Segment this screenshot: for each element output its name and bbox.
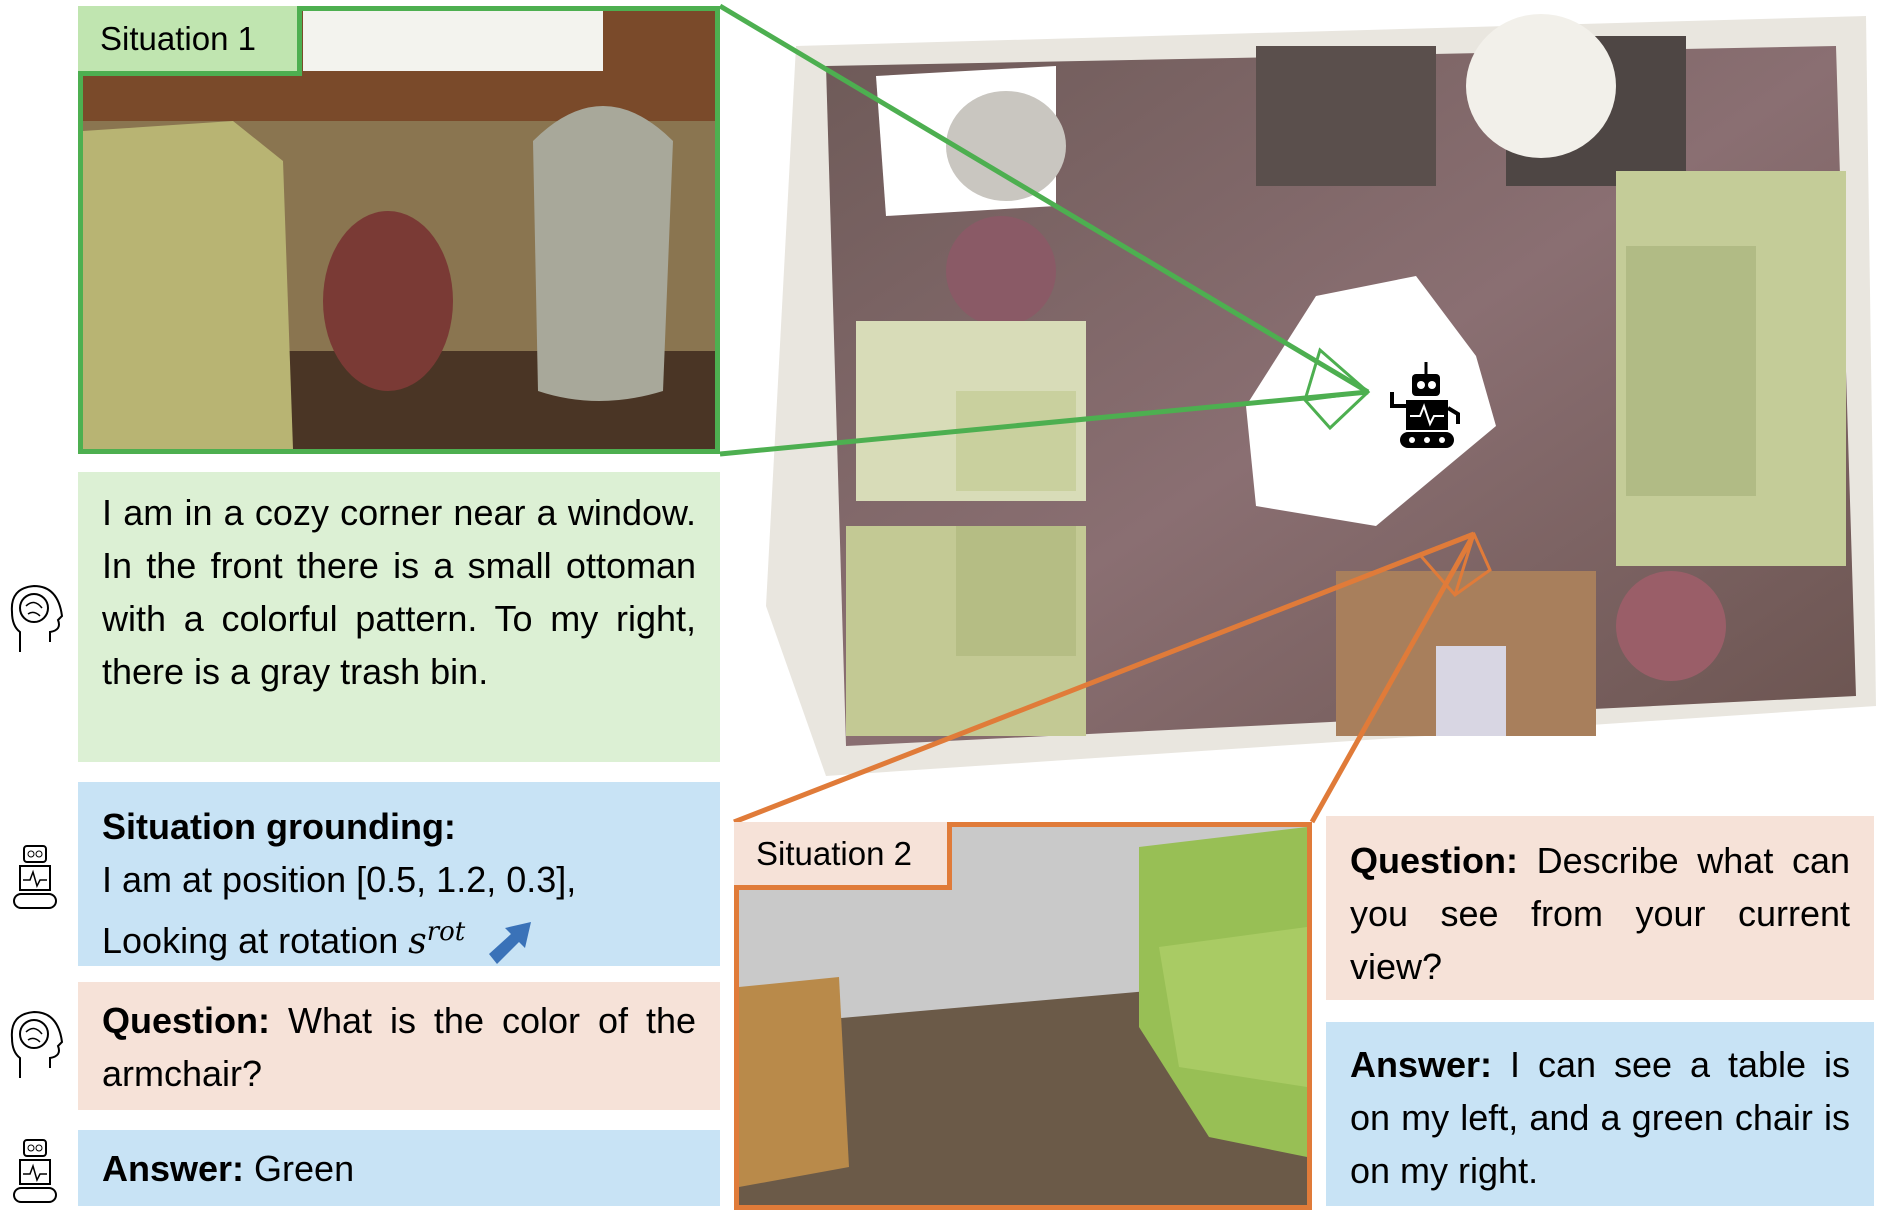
question-label: Question: [102,1000,270,1041]
situation1-description: I am in a cozy corner near a window. In … [78,472,720,762]
situation2-photo [734,822,1312,1210]
answer-text: Green [244,1148,355,1189]
rotation-arrow-icon [489,922,532,965]
ottoman [1616,571,1726,681]
situation2-label: Situation 2 [734,822,952,890]
robot-icon [13,845,57,909]
situation1-photo [78,6,720,454]
robot-icon [13,1139,57,1203]
round-table [1466,14,1616,158]
answer-label: Answer: [1350,1044,1493,1085]
situation-grounding-box: Situation grounding: I am at position [0… [78,782,720,966]
rotation-label: Looking at rotation [102,920,409,961]
question-text: What is the color of the armchair? [102,1000,696,1094]
rotation-superscript: rot [426,917,466,947]
human-brain-icon [10,584,64,652]
answer1-box: Answer: Green [78,1130,720,1206]
question-text: Describe what can you see from your curr… [1350,840,1850,987]
human-brain-icon [10,1010,64,1078]
side-table [739,977,849,1187]
armchair [83,121,293,449]
answer-text: I can see a table is on my left, and a g… [1350,1044,1850,1191]
situation1-label: Situation 1 [78,6,302,76]
grounding-rotation: Looking at rotation srot [102,906,696,968]
ottoman [946,216,1056,326]
grounding-position: I am at position [0.5, 1.2, 0.3], [102,859,577,900]
rotation-symbol: s [408,921,427,962]
scene-3d-topdown [766,14,1876,776]
answer-label: Answer: [102,1148,245,1189]
ottoman [323,211,453,391]
answer2-box: Answer: I can see a table is on my left,… [1326,1022,1874,1206]
grounding-heading: Situation grounding: [102,806,456,847]
question1-box: Question: What is the color of the armch… [78,982,720,1110]
question-label: Question: [1350,840,1518,881]
question2-box: Question: Describe what can you see from… [1326,816,1874,1000]
trash-bin [533,106,673,401]
